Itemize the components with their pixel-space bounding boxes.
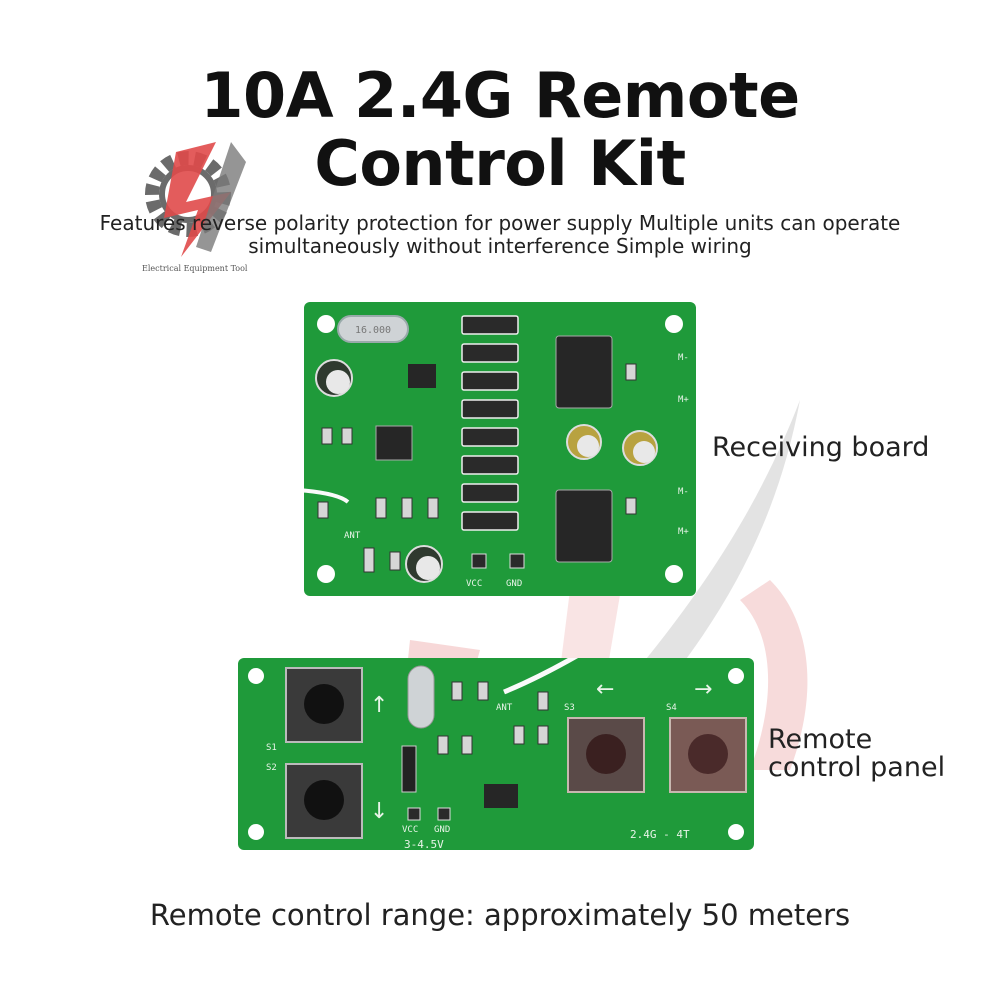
remote-ant-label: ANT — [496, 703, 513, 713]
arrow-down-icon: ↓ — [370, 799, 388, 824]
logo-text: Electrical Equipment Tool — [142, 264, 248, 273]
page-title: 10A 2.4G Remote Control Kit — [0, 62, 1000, 198]
arrow-right-icon: → — [694, 677, 712, 702]
crystal-marking: 16.000 — [355, 325, 391, 336]
remote-model: 2.4G - 4T — [630, 828, 690, 841]
remote-pin-vcc: VCC — [402, 825, 418, 835]
label-s3: S3 — [564, 703, 575, 713]
lightning-icon — [164, 142, 231, 257]
label-s1: S1 — [266, 743, 277, 753]
recv-out-4: M+ — [678, 527, 689, 537]
recv-out-2: M+ — [678, 395, 689, 405]
label-s4: S4 — [666, 703, 677, 713]
receiving-board-pcb: 16.000 VCC GND ANT M- M+ M- M+ — [304, 302, 696, 596]
recv-out-1: M- — [678, 353, 689, 363]
label-s2: S2 — [266, 763, 277, 773]
receiving-board-label: Receiving board — [712, 432, 930, 463]
recv-ant-label: ANT — [344, 531, 361, 541]
subtitle-features: Features reverse polarity protection for… — [99, 211, 901, 258]
button-s3 — [567, 717, 645, 793]
recv-pin-vcc: VCC — [466, 579, 482, 589]
recv-out-3: M- — [678, 487, 689, 497]
button-s2 — [285, 763, 363, 839]
remote-panel-label: Remote control panel — [768, 726, 945, 782]
remote-voltage: 3-4.5V — [404, 838, 444, 850]
title-line-1: 10A 2.4G Remote — [200, 59, 800, 132]
title-line-2: Control Kit — [314, 127, 686, 200]
remote-pin-gnd: GND — [434, 825, 450, 835]
button-s4 — [669, 717, 747, 793]
recv-pin-gnd: GND — [506, 579, 522, 589]
remote-panel-label-line1: Remote — [768, 724, 873, 755]
arrow-left-icon: ← — [596, 677, 614, 702]
remote-panel-label-line2: control panel — [768, 752, 946, 783]
remote-board-pcb: ↑ ↓ ← → VCC GND ANT 3-4.5V 2.4G - 4T S1 … — [238, 658, 754, 850]
range-caption: Remote control range: approximately 50 m… — [149, 898, 851, 932]
arrow-up-icon: ↑ — [370, 693, 388, 718]
button-s1 — [285, 667, 363, 743]
brand-logo — [145, 142, 246, 257]
